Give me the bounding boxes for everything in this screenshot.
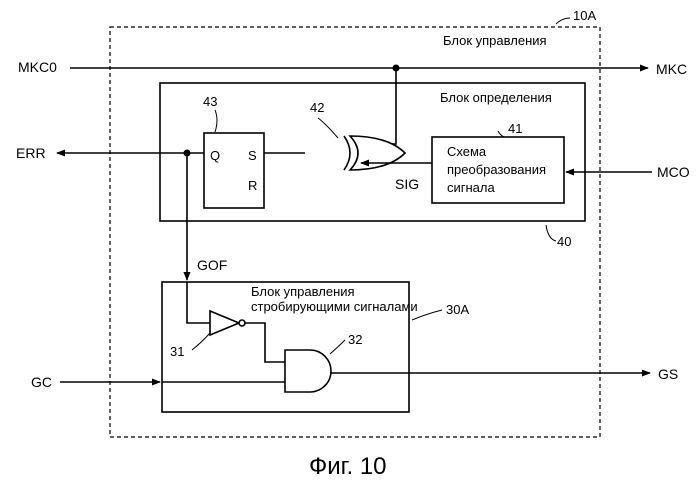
gate-block-ref: 30A [446, 302, 469, 317]
figure-caption: Фиг. 10 [309, 453, 387, 480]
control-block-ref: 10A [573, 8, 596, 23]
signal-mkc0: MKC0 [18, 59, 57, 75]
xor-gate-ref: 42 [310, 100, 324, 115]
gate-block-title-1: Блок управления [251, 284, 355, 299]
signal-sig: SIG [395, 176, 419, 192]
signal-mkc: MKC [656, 61, 687, 77]
signal-err: ERR [16, 145, 46, 161]
gate-block-title-2: стробирующими сигналами [251, 299, 418, 314]
converter-ref: 41 [508, 121, 522, 136]
signal-gc: GC [31, 374, 52, 390]
and-gate-ref: 32 [348, 332, 362, 347]
converter-text-3: сигнала [447, 180, 495, 195]
flipflop-ref: 43 [203, 94, 217, 109]
flipflop-pin-r: R [248, 178, 257, 193]
flipflop-pin-s: S [248, 148, 257, 163]
flipflop-pin-q: Q [210, 148, 220, 163]
buffer-bubble [239, 320, 245, 326]
signal-mco: MCO [657, 164, 690, 180]
and-gate-body [285, 350, 331, 392]
converter-text-1: Схема [447, 144, 487, 159]
detection-block-title: Блок определения [440, 90, 552, 105]
detection-block-ref: 40 [557, 234, 571, 249]
signal-gs: GS [658, 366, 678, 382]
control-block-ref-leader [556, 18, 570, 24]
flipflop-box [204, 133, 264, 208]
converter-text-2: преобразования [447, 162, 546, 177]
control-block-title: Блок управления [443, 33, 547, 48]
detection-block-ref-leader [546, 225, 556, 241]
buffer-ref: 31 [170, 344, 184, 359]
signal-gof: GOF [197, 257, 227, 273]
